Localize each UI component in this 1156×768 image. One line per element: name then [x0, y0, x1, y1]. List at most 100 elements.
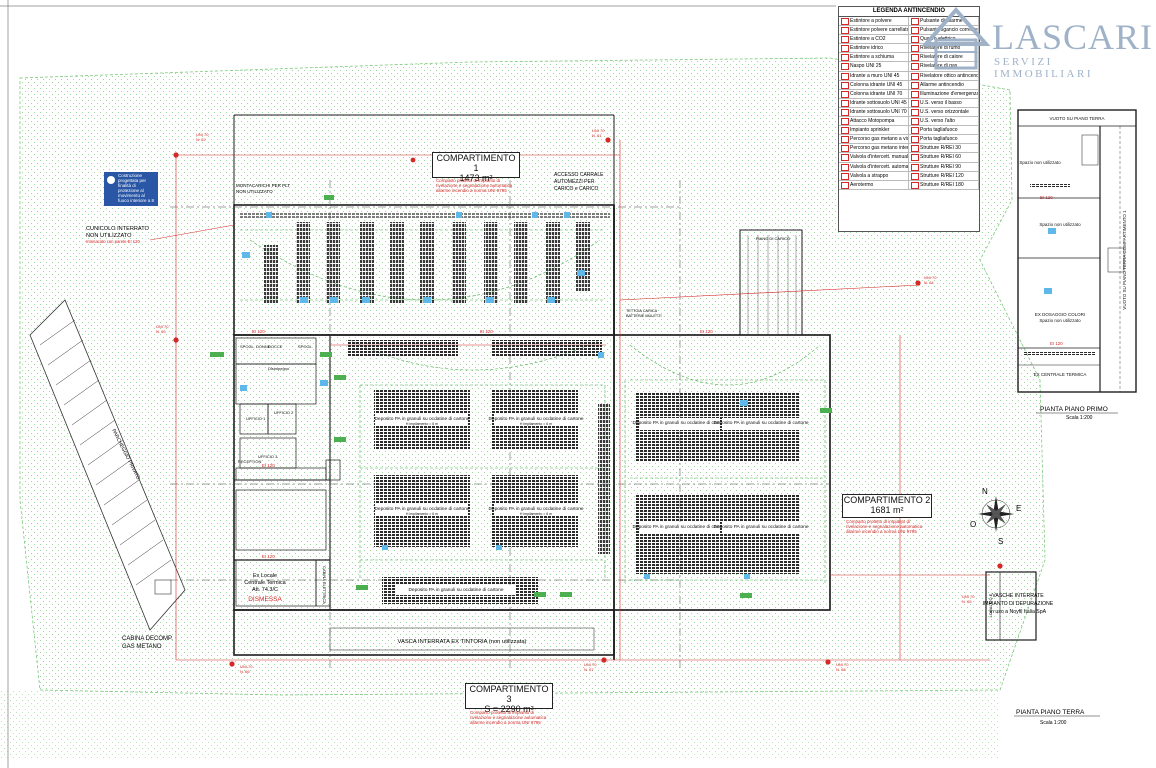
cabina-gas-line2: GAS METANO — [122, 644, 162, 650]
rack-label: Deposito PA in granuli su ocdatine di ca… — [488, 506, 583, 512]
legend-item-label: U.S. verso orizzontale — [920, 108, 969, 115]
hydrant-code: UNI 70 — [240, 664, 253, 669]
rack-label: Deposito PA in granuli su ocdatine di ca… — [713, 420, 808, 426]
hydrant-code: UNI 70 — [196, 132, 209, 137]
legend-symbol-icon — [911, 154, 919, 162]
legend-symbol-icon — [841, 145, 849, 153]
montacarichi-line1: MONTACARICHI PER PLT — [236, 183, 290, 188]
compass-o: O — [970, 520, 976, 529]
ex-centrale-label: EX CENTRALE TERMICA — [1034, 372, 1087, 377]
locale-qe-label: LOCALE Q.E. — [988, 593, 993, 618]
legend-item-label: Colonna idrante UNI 45 — [850, 81, 903, 88]
pianta-primo-scale: Scala 1:200 — [1066, 415, 1093, 421]
legend-item-label: U.S. verso l'alto — [920, 118, 955, 125]
compartment-2-area: 1681 m² — [870, 505, 904, 515]
rack-label: Deposito PA in granuli su ocdatine di ca… — [632, 524, 727, 530]
legend-symbol-icon — [911, 54, 919, 62]
legend-symbol-icon — [911, 145, 919, 153]
legend-item: Naspo UNI 25 — [839, 62, 909, 72]
piano-di-carico — [747, 235, 797, 335]
hydrant-code: UNI 70 — [836, 662, 849, 667]
info-box-text: Costruzione progettata per finalità di p… — [118, 173, 155, 203]
compartment-2-title: COMPARTIMENTO 2 — [843, 495, 931, 505]
hydrant-num: N. 62 — [196, 137, 206, 142]
legend-symbol-icon — [911, 63, 919, 71]
legend-item: Rivelatore ottico antincendio — [909, 71, 979, 81]
legend-item-label: Estintore polvere carrellato — [850, 27, 909, 34]
brand-logo: LASCARI SERVIZI IMMOBILIARI — [920, 4, 1152, 80]
vuoto-side-label: VUOTO SU PIANO TERRA COMPARTIMENTO 1 — [1122, 210, 1127, 310]
legend-item: Rivelatore di gas — [909, 62, 979, 72]
legend-item-label: Allarme antincendio — [920, 81, 964, 88]
pianta-terra-title: PIANTA PIANO TERRA — [1016, 709, 1085, 716]
vasche-line1: VASCHE INTERRATE — [992, 593, 1044, 599]
compartment-3-callout: COMPARTIMENTO 3 S = 2290 m² — [465, 683, 553, 714]
legend-item-label: Valvola d'intercett. manuale — [850, 154, 909, 161]
compartment-1-note: Comparto protetto di impianto di rivelaz… — [436, 178, 513, 193]
vasche-line2: IMPIANTO DI DEPURAZIONE — [983, 601, 1054, 607]
hydrant-num: N. 64 — [924, 280, 934, 285]
legend-item: Estintore idrico — [839, 44, 909, 54]
legend-item: Impianto sprinkler — [839, 126, 909, 136]
legend-item-label: Porta tagliafuoco — [920, 136, 958, 143]
ei120-label: EI 120 — [252, 329, 265, 334]
legend-item: Estintore a schiuma — [839, 53, 909, 63]
legend-item-label: Strutture R/REI 30 — [920, 145, 961, 152]
hydrant-code: UNI 70 — [592, 128, 605, 133]
legend-symbol-icon — [841, 36, 849, 44]
hydrant-code: UNI 70 — [962, 594, 975, 599]
legend-item-label: Strutture R/REI 120 — [920, 172, 964, 179]
cabina-gas-line1: CABINA DECOMP. — [122, 636, 173, 642]
legend-item-label: Attacco Motopompa — [850, 118, 895, 125]
rack-label: Deposito PA in granuli su ocdatine di ca… — [632, 420, 727, 426]
legend-symbol-icon — [911, 108, 919, 116]
legend-symbol-icon — [911, 90, 919, 98]
compartment-3-title: COMPARTIMENTO 3 — [469, 684, 549, 704]
legend-item-label: Valvola a strappo — [850, 172, 889, 179]
disimpegno-label: Disimpegno — [268, 366, 290, 371]
legend-item: Colonna idrante UNI 70 — [839, 89, 909, 99]
accesso-line3: CARICO e CARICO — [554, 186, 599, 192]
legend-symbol-icon — [841, 127, 849, 135]
legend-symbol-icon — [841, 54, 849, 62]
legend-item: Attacco Motopompa — [839, 117, 909, 127]
legend-item-label: Porta tagliafuoco — [920, 127, 958, 134]
legend-item: Valvola d'intercett. manuale — [839, 153, 909, 163]
vasca-label: VASCA INTERRATA EX TINTORIA (non utilizz… — [398, 639, 527, 645]
dismessa-label: DISMESSA — [248, 596, 282, 603]
legend-item: Estintore a polvere — [839, 17, 909, 27]
legend-item-label: Aerotermo — [850, 181, 874, 188]
legend-item: U.S. verso l'alto — [909, 117, 979, 127]
equipment-markers — [240, 212, 750, 579]
office-block — [235, 337, 341, 607]
legend-item-label: Strutture R/REI 60 — [920, 154, 961, 161]
hydrant-code: UNI 70 — [924, 275, 937, 280]
legend-item-label: Colonna idrante UNI 70 — [850, 90, 903, 97]
legend-symbol-icon — [911, 45, 919, 53]
legend-item-label: Rivelatore di gas — [920, 63, 958, 70]
legend-item-label: Illuminazione d'emergenza — [920, 90, 979, 97]
legend-item-label: Naspo UNI 25 — [850, 63, 882, 70]
legend-item-label: Pulsante di allarme — [920, 18, 963, 24]
hydrant-code: UNI 70 — [584, 662, 597, 667]
legend-item-label: Idrante sottosuolo UNI 70 — [850, 108, 907, 115]
compartment-1-title: COMPARTIMENTO 1 — [436, 153, 516, 173]
legend-item-label: Strutture R/REI 180 — [920, 181, 964, 188]
hydrant-num: N. 65 — [962, 599, 972, 604]
legend-symbol-icon — [911, 118, 919, 126]
legend-symbol-icon — [841, 90, 849, 98]
brand-tagline: SERVIZI IMMOBILIARI — [994, 56, 1093, 80]
legend-item-label: Estintore a polvere — [850, 18, 892, 24]
vasca-interrata — [329, 627, 595, 651]
legend-title: LEGENDA ANTINCENDIO — [839, 7, 979, 17]
legend-item: Porta tagliafuoco — [909, 135, 979, 145]
ei120-label: EI 120 — [700, 329, 713, 334]
rack-label: Deposito PA in granuli su ocdatine di ca… — [374, 416, 469, 422]
compass-n: N — [982, 487, 988, 496]
spazio-nu-1: Spazio non utilizzato — [1019, 160, 1061, 165]
cunicolo-line2: NON UTILIZZATO — [86, 233, 132, 239]
hydrant-num: N. 63 — [156, 329, 166, 334]
legend-item-label: Impianto sprinkler — [850, 127, 890, 134]
legend-symbol-icon — [911, 163, 919, 171]
legend-symbol-icon — [841, 81, 849, 89]
